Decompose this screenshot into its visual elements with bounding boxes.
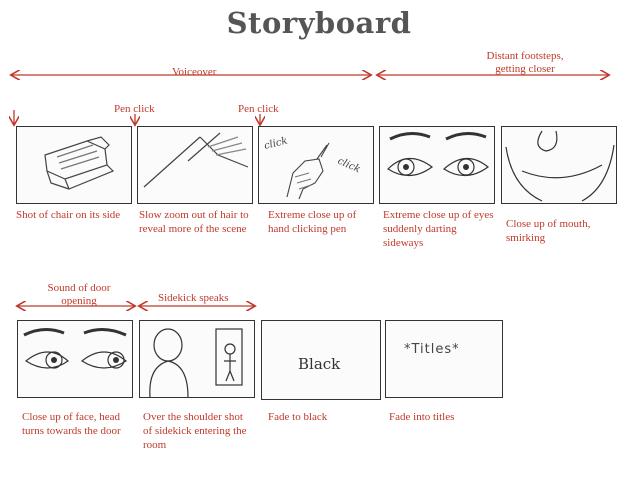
caption-pen-click: Extreme close up of hand clicking pen bbox=[268, 209, 357, 235]
mouth-drawing bbox=[505, 130, 615, 202]
sidekick-speaks-label: Sidekick speaks bbox=[158, 292, 229, 304]
caption-hair-zoom: Slow zoom out of hair to reveal more of … bbox=[139, 209, 249, 235]
caption-mouth-smirk: Close up of mouth, smirking bbox=[506, 218, 591, 244]
eyes-drawing bbox=[387, 132, 489, 177]
hand-pen-drawing: click click bbox=[263, 136, 362, 200]
click-text-2: click bbox=[336, 156, 362, 176]
black-text: Black bbox=[298, 355, 341, 373]
frame-over-shoulder bbox=[139, 320, 255, 398]
titles-text: *Titles* bbox=[404, 342, 460, 357]
frame-fade-titles: *Titles* bbox=[385, 320, 503, 398]
face-drawing bbox=[23, 328, 128, 369]
footsteps-label: Distant footsteps, getting closer bbox=[486, 50, 564, 75]
frame-pen-click: click click bbox=[258, 126, 374, 204]
shoulder-drawing bbox=[149, 328, 243, 398]
caption-eyes-dart: Extreme close up of eyes suddenly dartin… bbox=[383, 209, 494, 249]
frame-face-turn bbox=[17, 320, 133, 398]
pen-click-label-1: Pen click bbox=[114, 103, 155, 115]
caption-fade-titles: Fade into titles bbox=[389, 411, 455, 423]
caption-face-turn: Close up of face, head turns towards the… bbox=[22, 411, 121, 437]
frame-mouth-smirk bbox=[501, 126, 617, 204]
titles-drawing: *Titles* bbox=[404, 342, 460, 357]
voiceover-label: Voiceover bbox=[172, 66, 217, 78]
click-text-1: click bbox=[263, 136, 289, 152]
chair-drawing bbox=[44, 136, 115, 190]
hair-drawing bbox=[143, 132, 249, 188]
black-drawing: Black bbox=[298, 355, 341, 373]
frame-chair bbox=[16, 126, 132, 204]
pen-click-label-2: Pen click bbox=[238, 103, 279, 115]
page-title: Storyboard bbox=[226, 6, 412, 40]
caption-fade-black: Fade to black bbox=[268, 411, 328, 423]
caption-chair: Shot of chair on its side bbox=[16, 209, 121, 221]
caption-over-shoulder: Over the shoulder shot of sidekick enter… bbox=[143, 411, 247, 451]
door-sound-label: Sound of door opening bbox=[47, 282, 111, 307]
frame-fade-black: Black bbox=[261, 320, 381, 400]
frame-hair-zoom bbox=[137, 126, 253, 204]
frame-eyes-dart bbox=[379, 126, 495, 204]
